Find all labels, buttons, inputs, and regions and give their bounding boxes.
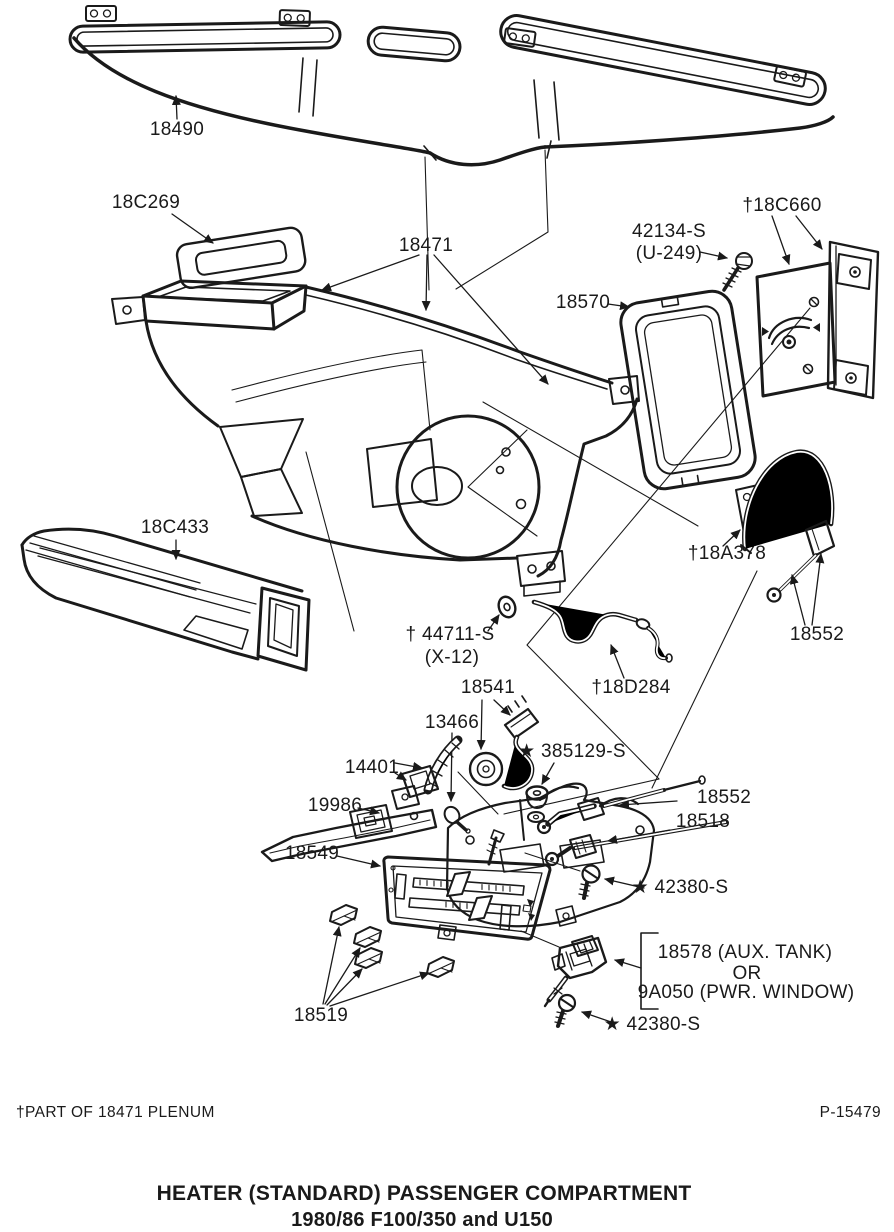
screw-42134S bbox=[722, 252, 753, 292]
floor-duct-18C433 bbox=[20, 527, 311, 672]
defroster-nozzle-duct-18490 bbox=[68, 5, 835, 291]
label-18552-upper: 18552 bbox=[790, 624, 844, 645]
control-rod-18518 bbox=[544, 820, 728, 867]
label-18552-lower: 18552 bbox=[697, 787, 751, 808]
footnote-plenum: †PART OF 18471 PLENUM bbox=[16, 1104, 215, 1121]
label-18519: 18519 bbox=[294, 1005, 348, 1026]
label-18C433: 18C433 bbox=[141, 517, 209, 538]
label-385129S: ★ 385129-S bbox=[518, 741, 626, 762]
control-cable-18552-upper bbox=[740, 449, 836, 603]
label-18570: 18570 bbox=[556, 292, 610, 313]
label-18578: 18578 (AUX. TANK) bbox=[658, 942, 832, 963]
label-13466: 13466 bbox=[425, 712, 479, 733]
screw-42380S-lower bbox=[554, 993, 577, 1028]
assembly-alignment-lines bbox=[305, 307, 811, 948]
aux-switch-18578-9A050 bbox=[543, 935, 608, 1008]
resistor-harness-18541 bbox=[468, 695, 540, 791]
label-18C269: 18C269 bbox=[112, 192, 180, 213]
label-44711S-line2: (X-12) bbox=[425, 647, 480, 668]
label-18541: 18541 bbox=[461, 677, 515, 698]
duct-clip-icon bbox=[85, 5, 807, 88]
vacuum-door-18C660 bbox=[755, 240, 880, 400]
label-42380S-lower: ★ 42380-S bbox=[604, 1014, 701, 1035]
label-44711S-line1: † 44711-S bbox=[406, 624, 495, 645]
core-gasket-18570 bbox=[619, 289, 757, 491]
label-18471: 18471 bbox=[399, 235, 453, 256]
label-42134S-line2: (U-249) bbox=[636, 243, 703, 264]
label-14401: 14401 bbox=[345, 757, 399, 778]
label-42134S-line1: 42134-S bbox=[632, 221, 706, 242]
label-42380S-upper: ★ 42380-S bbox=[632, 877, 729, 898]
label-18D284: †18D284 bbox=[591, 677, 670, 698]
screw-42380S-upper bbox=[578, 864, 601, 900]
label-18C660: †18C660 bbox=[742, 195, 821, 216]
plate-code: P-15479 bbox=[820, 1104, 881, 1121]
washer-385129S bbox=[525, 785, 549, 823]
caption-subtitle: 1980/86 F100/350 and U150 bbox=[291, 1209, 553, 1231]
label-19986: 19986 bbox=[308, 795, 362, 816]
label-18490: 18490 bbox=[150, 119, 204, 140]
label-or: OR bbox=[732, 963, 761, 984]
heater-plenum-18471 bbox=[111, 279, 640, 597]
lever-14401 bbox=[391, 735, 463, 810]
label-18549: 18549 bbox=[285, 843, 339, 864]
lever-19986 bbox=[260, 804, 438, 863]
control-cable-18552-lower bbox=[536, 775, 706, 835]
control-bracket-assembly bbox=[445, 782, 656, 928]
grommet-44711S bbox=[497, 595, 517, 619]
illumination-bulb-13466 bbox=[443, 805, 471, 834]
defroster-gasket-18C269 bbox=[175, 226, 307, 290]
caption-title: HEATER (STANDARD) PASSENGER COMPARTMENT bbox=[157, 1182, 692, 1205]
control-faceplate-18549 bbox=[382, 855, 552, 941]
door-rod-18D284 bbox=[531, 599, 673, 663]
label-18518: 18518 bbox=[676, 811, 730, 832]
label-9A050: 9A050 (PWR. WINDOW) bbox=[638, 982, 855, 1003]
